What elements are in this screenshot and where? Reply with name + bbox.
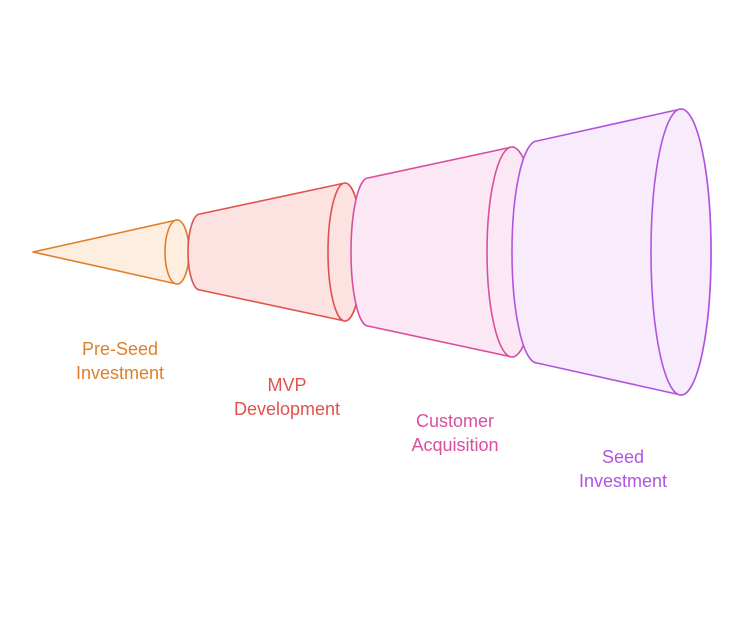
stage-mvp-cone [187, 182, 363, 322]
stage-label-seed: Seed Investment [548, 445, 698, 493]
stage-pre-seed-cone [32, 219, 190, 285]
stage-label-line1: MVP [267, 375, 307, 395]
stage-customer-cone [350, 146, 538, 358]
stage-label-line1: Customer [415, 411, 495, 431]
stage-label-customer: Customer Acquisition [380, 409, 530, 457]
stage-label-line2: Acquisition [411, 435, 499, 455]
stage-label-pre-seed: Pre-Seed Investment [45, 337, 195, 385]
stage-label-mvp: MVP Development [212, 373, 362, 421]
stage-label-line1: Pre-Seed [81, 339, 159, 359]
stage-label-line2: Investment [578, 471, 668, 491]
stage-seed-cone [511, 108, 712, 396]
stage-label-line2: Development [233, 399, 341, 419]
stage-label-line2: Investment [75, 363, 165, 383]
stage-label-line1: Seed [601, 447, 645, 467]
